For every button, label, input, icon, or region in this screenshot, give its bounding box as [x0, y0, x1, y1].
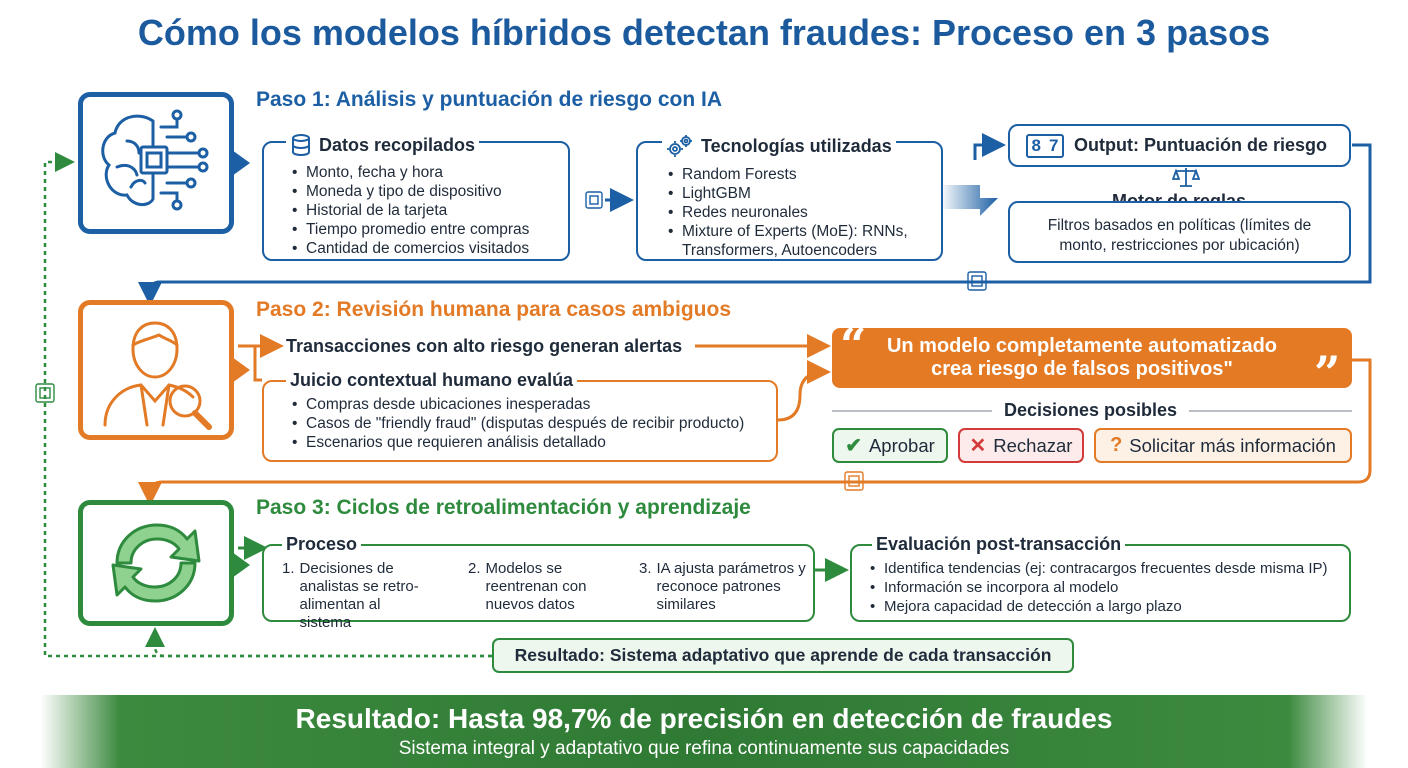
approve-option: ✔ Aprobar — [832, 428, 948, 463]
tech-card-title: Tecnologías utilizadas — [701, 135, 892, 156]
step3-icon-box — [78, 500, 234, 626]
step1-pointer — [232, 150, 250, 176]
list-item: Cantidad de comercios visitados — [286, 239, 558, 258]
list-item: Moneda y tipo de dispositivo — [286, 182, 558, 201]
check-icon: ✔ — [845, 435, 862, 457]
step2-icon-box — [78, 300, 234, 440]
step2-heading: Paso 2: Revisión humana para casos ambig… — [256, 298, 731, 321]
quote-callout: Un modelo completamente automatizado cre… — [832, 328, 1352, 388]
flow-feedback-loop — [43, 152, 492, 658]
output-card: 87 Output: Puntuación de riesgo — [1008, 124, 1351, 167]
process-title: Proceso — [282, 534, 362, 555]
step1-icon-box — [78, 92, 234, 234]
question-icon: ? — [1110, 434, 1123, 456]
list-item: Random Forests — [662, 165, 931, 184]
evaluation-card: Evaluación post-transacción Identifica t… — [850, 534, 1351, 622]
step3-heading: Paso 3: Ciclos de retroalimentación y ap… — [256, 496, 751, 519]
arrow-to-output-box — [973, 133, 1006, 160]
open-quote-icon: “ — [840, 318, 867, 372]
judgment-card: Juicio contextual humano evalúa Compras … — [262, 370, 778, 462]
balance-scale-icon — [1172, 168, 1200, 187]
list-item: Tiempo promedio entre compras — [286, 220, 558, 239]
arrow-tech-to-output — [940, 185, 998, 216]
data-list: Monto, fecha y hora Moneda y tipo de dis… — [286, 163, 558, 258]
decisions-title: Decisiones posibles — [992, 400, 1190, 421]
technologies-card: Tecnologías utilizadas Random Forests Li… — [636, 133, 943, 261]
alerts-text: Transacciones con alto riesgo generan al… — [286, 336, 683, 356]
list-item: Monto, fecha y hora — [286, 163, 558, 182]
step1-heading: Paso 1: Análisis y puntuación de riesgo … — [256, 88, 722, 111]
list-item: Compras desde ubicaciones inesperadas — [286, 395, 766, 414]
arrow-judgment-to-quote — [777, 360, 831, 422]
process-step-2: 2.Modelos se reentrenan con nuevos datos — [468, 560, 587, 613]
list-item: Historial de la tarjeta — [286, 201, 558, 220]
step2-pointer — [232, 357, 250, 383]
process-step-1: 1.Decisiones de analistas se retro-alime… — [282, 560, 419, 631]
flow-step2-to-step3 — [138, 358, 1372, 506]
rules-text: Filtros basados en políticas (límites de… — [1047, 217, 1312, 254]
refresh-cycle-icon — [111, 523, 201, 603]
risk-score-icon: 87 — [1026, 133, 1064, 158]
score-digit: 87 — [1026, 133, 1064, 158]
result-pill: Resultado: Sistema adaptativo que aprend… — [492, 638, 1074, 673]
quote-text: Un modelo completamente automatizado cre… — [886, 335, 1278, 380]
banner-subtitle: Sistema integral y adaptativo que refina… — [398, 738, 1010, 759]
close-quote-icon: ” — [1314, 346, 1341, 400]
list-item: Mejora capacidad de detección a largo pl… — [864, 597, 1343, 616]
list-item: Casos de "friendly fraud" (disputas desp… — [286, 414, 766, 433]
evaluation-list: Identifica tendencias (ej: contracargos … — [864, 559, 1343, 616]
list-item: Mixture of Experts (MoE): RNNs, Transfor… — [662, 222, 931, 260]
banner-title: Resultado: Hasta 98,7% de precisión en d… — [295, 703, 1113, 734]
evaluation-title: Evaluación post-transacción — [872, 534, 1126, 555]
output-title: Output: Puntuación de riesgo — [1074, 135, 1327, 155]
process-card: Proceso 1.Decisiones de analistas se ret… — [262, 534, 815, 631]
flow-step1-to-step2 — [138, 143, 1372, 306]
brain-chip-icon — [101, 109, 209, 211]
list-item: Escenarios que requieren análisis detall… — [286, 433, 766, 452]
process-step-3: 3.IA ajusta parámetros y reconoce patron… — [639, 560, 806, 613]
step3-pointer — [232, 552, 250, 578]
list-item: Identifica tendencias (ej: contracargos … — [864, 559, 1343, 578]
rules-card: Filtros basados en políticas (límites de… — [1008, 201, 1351, 263]
x-icon: ✕ — [969, 435, 987, 457]
tech-list: Random Forests LightGBM Redes neuronales… — [662, 165, 931, 260]
request-info-label: Solicitar más información — [1129, 434, 1336, 456]
list-item: LightGBM — [662, 184, 931, 203]
reject-option: ✕ Rechazar — [958, 428, 1084, 463]
request-info-option: ? Solicitar más información — [1094, 428, 1352, 463]
result-text: Resultado: Sistema adaptativo que aprend… — [514, 645, 1052, 665]
judgment-title: Juicio contextual humano evalúa — [286, 370, 578, 391]
gears-icon — [667, 135, 692, 157]
approve-label: Aprobar — [868, 434, 935, 456]
data-collected-card: Datos recopilados Monto, fecha y hora Mo… — [262, 133, 570, 261]
judgment-list: Compras desde ubicaciones inesperadas Ca… — [286, 395, 766, 452]
analyst-magnifier-icon — [103, 321, 212, 430]
list-item: Información se incorpora al modelo — [864, 578, 1343, 597]
reject-label: Rechazar — [993, 434, 1073, 456]
data-card-title: Datos recopilados — [319, 134, 476, 155]
arrow-to-judgment — [238, 344, 262, 382]
bottom-banner — [40, 695, 1368, 768]
list-item: Redes neuronales — [662, 203, 931, 222]
page-title: Cómo los modelos híbridos detectan fraud… — [137, 12, 1271, 53]
database-icon — [292, 134, 310, 157]
